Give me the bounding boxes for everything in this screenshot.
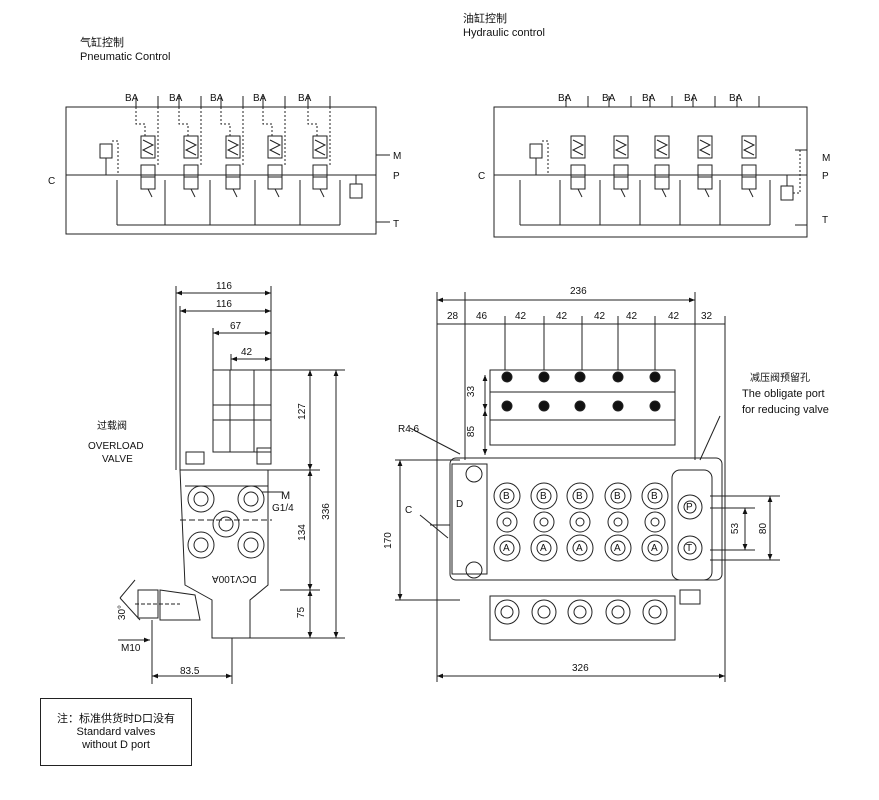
- overload-label-cn: 过载阀: [97, 421, 127, 432]
- front-dim-170: 170: [382, 532, 394, 549]
- hydraulic-reducing-valve: [780, 150, 801, 201]
- pneumatic-port-m: M: [393, 151, 402, 162]
- pneumatic-port-ba-1: BA: [125, 93, 139, 104]
- side-dim-116-a: 116: [216, 281, 232, 292]
- front-dim-28: 28: [447, 311, 459, 322]
- pneumatic-port-c: C: [48, 176, 56, 187]
- reducing-valve-label-en-1: The obligate port: [742, 388, 825, 400]
- hydraulic-port-m: M: [822, 153, 831, 164]
- front-port-p: P: [686, 502, 693, 513]
- front-port-b-3: B: [576, 491, 583, 502]
- note-line-1: 注：标准供货时D口没有: [57, 713, 175, 725]
- front-dim-42-5: 42: [668, 311, 680, 322]
- front-dim-42-1: 42: [515, 311, 527, 322]
- hydraulic-port-ba-1: BA: [558, 93, 572, 104]
- front-port-d: D: [456, 499, 464, 510]
- pneumatic-port-p: P: [393, 171, 400, 182]
- hydraulic-port-p: P: [822, 171, 829, 182]
- overload-label-en-2: VALVE: [102, 454, 133, 465]
- note-box: 注：标准供货时D口没有 Standard valves without D po…: [40, 698, 192, 766]
- front-dim-46: 46: [476, 311, 488, 322]
- hydraulic-port-t: T: [822, 215, 829, 226]
- front-dim-236: 236: [570, 286, 587, 297]
- pneumatic-port-ba-3: BA: [210, 93, 224, 104]
- hydraulic-port-ba-4: BA: [684, 93, 698, 104]
- front-port-b-4: B: [614, 491, 621, 502]
- side-view: [118, 286, 345, 684]
- front-dim-33: 33: [466, 385, 478, 398]
- side-dim-m10: M10: [121, 643, 141, 654]
- front-dim-c: C: [405, 505, 413, 516]
- overload-label-en-1: OVERLOAD: [88, 441, 144, 452]
- front-dim-85: 85: [466, 425, 478, 438]
- front-dim-42-4: 42: [626, 311, 638, 322]
- reducing-valve-label-cn: 减压阀预留孔: [750, 373, 810, 384]
- hydraulic-title-cn: 油缸控制: [463, 13, 507, 25]
- side-dim-83-5: 83.5: [180, 666, 200, 677]
- side-dim-75: 75: [296, 606, 308, 619]
- pneumatic-schematic: [65, 106, 390, 235]
- pneumatic-spools: [135, 96, 331, 198]
- note-line-3: without D port: [82, 739, 150, 751]
- front-dim-53: 53: [730, 522, 742, 535]
- hydraulic-schematic: [493, 106, 808, 238]
- front-dim-r4-6: R4.6: [398, 424, 420, 435]
- hydraulic-port-c: C: [478, 171, 486, 182]
- hydraulic-relief-valve: [529, 140, 549, 175]
- side-dim-134: 134: [296, 524, 308, 541]
- side-stamp: DCV100A: [212, 573, 257, 584]
- pneumatic-port-t: T: [393, 219, 400, 230]
- front-port-a-4: A: [614, 543, 621, 554]
- front-port-b-2: B: [540, 491, 547, 502]
- reducing-valve-label-en-2: for reducing valve: [742, 404, 829, 416]
- front-port-b-1: B: [503, 491, 510, 502]
- front-port-a-5: A: [651, 543, 658, 554]
- pneumatic-port-ba-4: BA: [253, 93, 267, 104]
- pneumatic-title-cn: 气缸控制: [80, 37, 124, 49]
- front-port-a-3: A: [576, 543, 583, 554]
- front-dim-32: 32: [701, 311, 713, 322]
- pneumatic-title-en: Pneumatic Control: [80, 51, 171, 63]
- front-dim-80: 80: [758, 522, 770, 535]
- side-port-m: M: [281, 490, 291, 502]
- hydraulic-title-en: Hydraulic control: [463, 27, 545, 39]
- pneumatic-relief-valve-right: [349, 175, 363, 199]
- side-dim-67: 67: [230, 321, 242, 332]
- pneumatic-port-ba-2: BA: [169, 93, 183, 104]
- side-dim-127: 127: [296, 403, 308, 420]
- side-dim-42: 42: [241, 347, 253, 358]
- side-port-g14: G1/4: [272, 503, 294, 514]
- side-dim-336: 336: [320, 503, 332, 520]
- side-dim-116-b: 116: [216, 299, 232, 310]
- front-view-sections: [493, 371, 703, 625]
- hydraulic-port-ba-2: BA: [602, 93, 616, 104]
- front-dim-42-3: 42: [594, 311, 606, 322]
- hydraulic-port-ba-3: BA: [642, 93, 656, 104]
- hydraulic-spools: [565, 96, 760, 198]
- pneumatic-port-ba-5: BA: [298, 93, 312, 104]
- pneumatic-relief-valve: [99, 140, 119, 175]
- front-port-a-1: A: [503, 543, 510, 554]
- front-port-t: T: [686, 543, 693, 554]
- front-view: [395, 292, 780, 682]
- note-line-2: Standard valves: [76, 726, 156, 738]
- side-dim-30-degree: 30°: [117, 604, 129, 621]
- front-port-a-2: A: [540, 543, 547, 554]
- front-dim-42-2: 42: [556, 311, 568, 322]
- front-dim-326: 326: [572, 663, 589, 674]
- hydraulic-port-ba-5: BA: [729, 93, 743, 104]
- front-port-b-5: B: [651, 491, 658, 502]
